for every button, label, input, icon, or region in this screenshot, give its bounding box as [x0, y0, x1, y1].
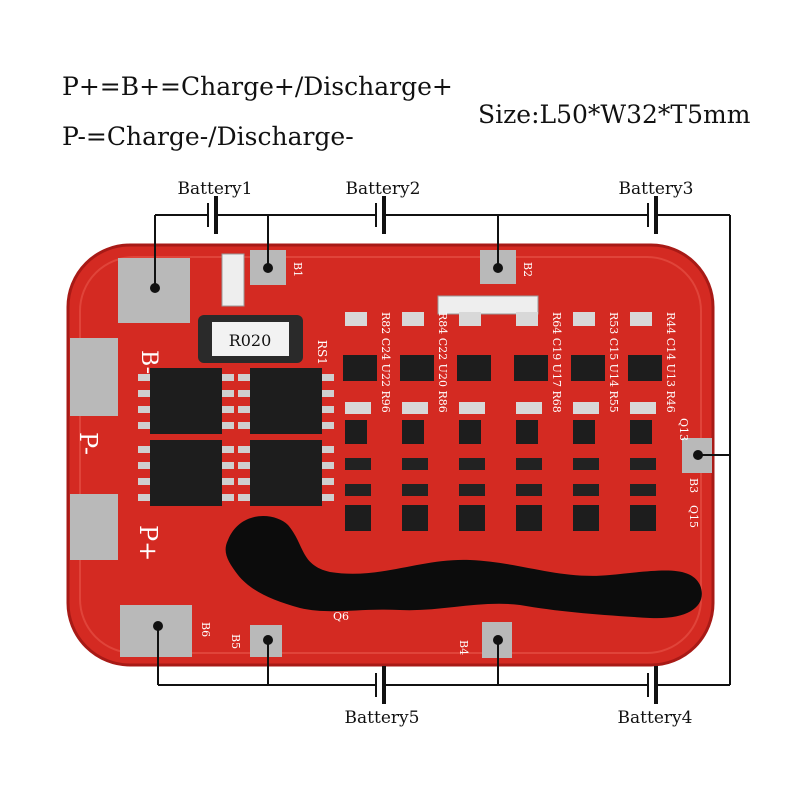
glue-blob — [225, 515, 702, 619]
mosfet-chip — [150, 440, 222, 506]
q6-label: Q6 — [333, 610, 349, 623]
component-columns — [343, 312, 662, 531]
component-column-5 — [571, 312, 605, 531]
rs1-label: RS1 — [315, 340, 329, 365]
mosfet-group — [138, 368, 334, 506]
mosfet-chip — [150, 368, 222, 434]
component-column-4 — [514, 312, 548, 531]
battery5-label: Battery5 — [345, 708, 420, 728]
pad-label-b4: B4 — [457, 640, 470, 655]
shunt-label: R020 — [229, 331, 272, 350]
component-column-3 — [457, 312, 491, 531]
pad-b6 — [120, 605, 192, 657]
connection-dots — [150, 263, 703, 645]
dot-b3 — [693, 450, 703, 460]
connector-left — [221, 253, 245, 307]
battery3-label: Battery3 — [619, 179, 694, 199]
silk-row-2: R84 C22 U20 R86 — [436, 312, 449, 413]
pad-label-b-minus: B- — [136, 350, 161, 374]
wiring — [154, 214, 731, 686]
battery4-label: Battery4 — [618, 708, 693, 728]
mosfet-chip — [250, 368, 322, 434]
battery2-label: Battery2 — [346, 179, 421, 199]
shunt-label-bg — [212, 322, 289, 356]
silk-row-3: R64 C19 U17 R68 — [550, 312, 563, 413]
component-column-1 — [343, 312, 377, 531]
pad-left-upper — [70, 338, 118, 416]
pad-label-p-plus: P+ — [134, 525, 162, 561]
pad-label-p-minus: P- — [74, 432, 102, 455]
pad-label-b2: B2 — [521, 262, 534, 277]
silk-row-5: R44 C14 U13 R46 — [664, 312, 677, 413]
silk-row-4: R53 C15 U14 R55 — [607, 312, 620, 413]
board-size-label: Size:L50*W32*T5mm — [478, 100, 751, 129]
pad-label-b3: B3 — [687, 478, 700, 493]
pad-label-b6: B6 — [199, 622, 212, 637]
dot-b6 — [153, 621, 163, 631]
pin-description-positive: P+=B+=Charge+/Discharge+ — [62, 72, 453, 101]
mosfet-chip — [250, 440, 322, 506]
dot-b1 — [263, 263, 273, 273]
connector-top — [437, 295, 539, 315]
pad-left-lower — [70, 494, 118, 560]
dot-b5 — [263, 635, 273, 645]
q15-label: Q15 — [687, 505, 700, 528]
component-column-2 — [400, 312, 434, 531]
battery-symbols — [207, 196, 658, 704]
pin-description-negative: P-=Charge-/Discharge- — [62, 122, 354, 151]
dot-b-minus — [150, 283, 160, 293]
component-column-6 — [628, 312, 662, 531]
battery1-label: Battery1 — [178, 179, 253, 199]
pad-label-b5: B5 — [229, 634, 242, 649]
dot-b2 — [493, 263, 503, 273]
dot-b4 — [493, 635, 503, 645]
silk-row-1: R82 C24 U22 R96 — [379, 312, 392, 413]
pad-label-b1: B1 — [291, 262, 304, 277]
q13-label: Q13 — [677, 418, 690, 441]
